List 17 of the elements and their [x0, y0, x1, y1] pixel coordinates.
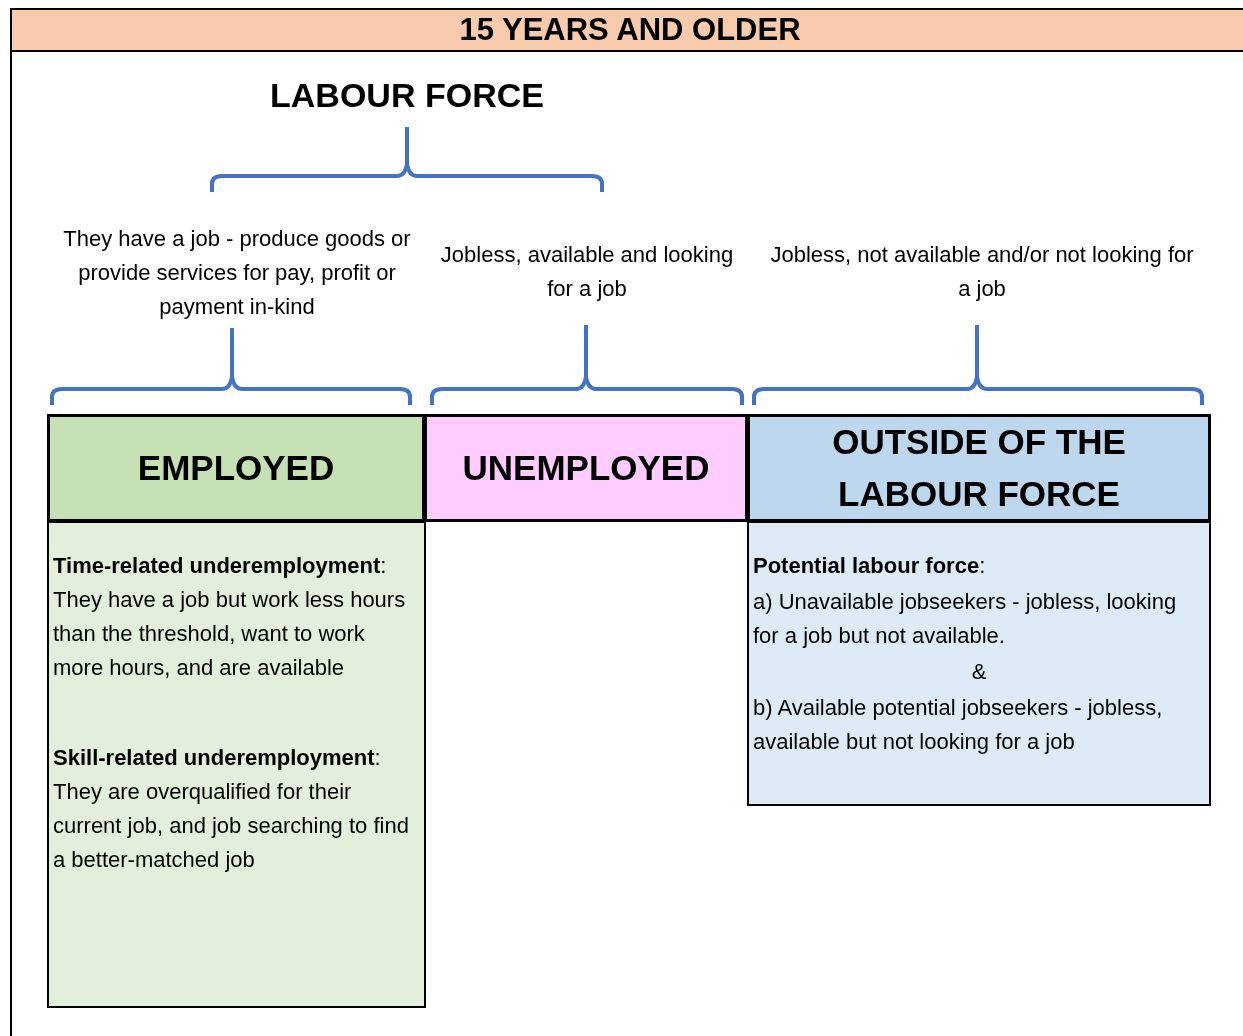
header-band: 15 YEARS AND OLDER	[12, 10, 1243, 52]
category-box: UNEMPLOYED	[424, 414, 748, 522]
category-description: Jobless, not available and/or not looking for a job	[769, 241, 1195, 303]
category-description: They have a job - produce goods or provide services for pay, profit or payment in-kind	[62, 225, 412, 321]
description-text: a) Unavailable jobseekers - jobless, looking for a job but not available.	[753, 588, 1178, 650]
category-box: OUTSIDE OF THE LABOUR FORCE	[747, 414, 1211, 522]
outer-frame	[10, 8, 1243, 1036]
description-text: Time-related underemployment: They have a job but work less hours than the threshold, want to work more hours, and are available	[53, 552, 407, 682]
category-description: Jobless, available and looking for a job	[439, 241, 735, 303]
description-text: b) Available potential jobseekers - jobless, available but not looking for a job	[753, 694, 1164, 756]
description-text: Potential labour force:	[753, 552, 987, 580]
group-title: LABOUR FORCE	[269, 78, 545, 112]
description-box	[747, 521, 1211, 806]
description-box	[47, 521, 426, 1008]
description-text: &	[971, 658, 987, 686]
category-box: EMPLOYED	[47, 414, 425, 522]
description-text: Skill-related underemployment: They are overqualified for their current job, and job searching to find a better-matched job	[53, 744, 410, 874]
